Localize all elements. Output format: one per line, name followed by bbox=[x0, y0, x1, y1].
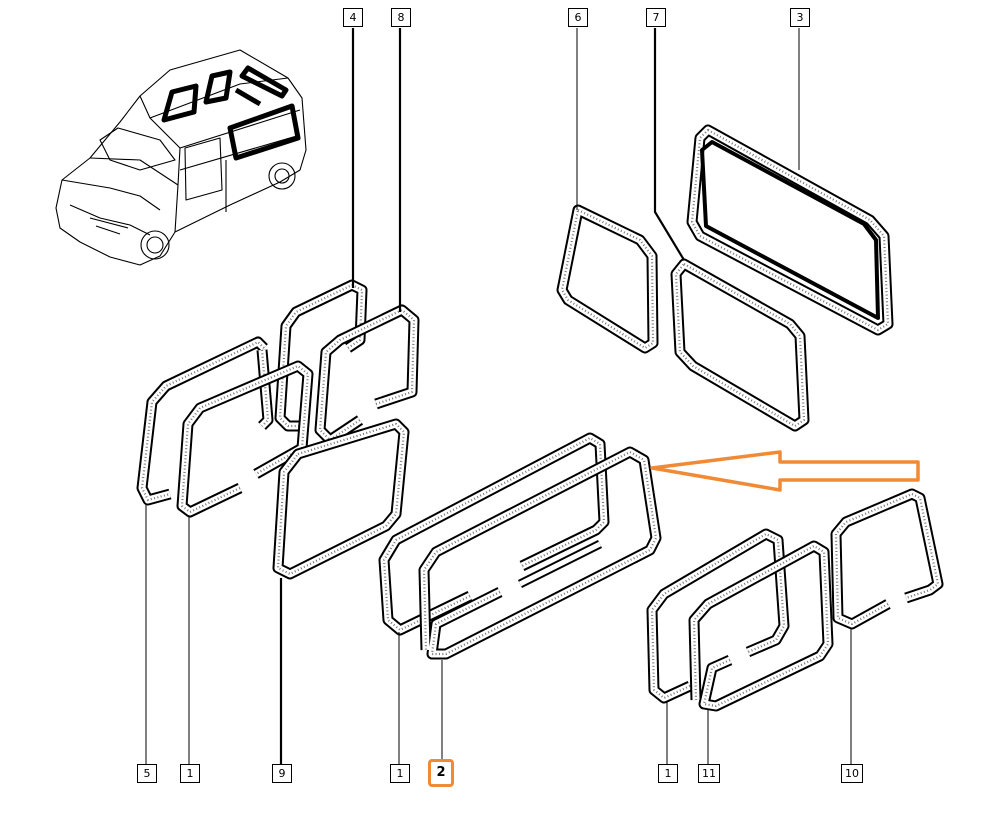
seal-part-1-right[interactable] bbox=[646, 528, 790, 704]
arrow-left-icon bbox=[650, 450, 920, 492]
seal-part-6[interactable] bbox=[556, 204, 659, 354]
seal-part-9[interactable] bbox=[272, 418, 410, 580]
callout-bottom-5[interactable]: 5 bbox=[137, 764, 157, 783]
callout-bottom-10[interactable]: 10 bbox=[841, 764, 863, 783]
callout-bottom-9[interactable]: 9 bbox=[272, 764, 292, 783]
callout-top-6[interactable]: 6 bbox=[568, 8, 588, 27]
seal-part-11[interactable] bbox=[688, 540, 834, 712]
seal-part-1-center[interactable] bbox=[378, 432, 610, 636]
seal-part-3[interactable] bbox=[686, 124, 894, 336]
callout-bottom-2-highlight[interactable]: 2 bbox=[428, 759, 454, 787]
leader-lines bbox=[145, 28, 852, 764]
van-outline-icon bbox=[55, 49, 307, 266]
seal-part-4[interactable] bbox=[274, 279, 368, 432]
callout-top-8[interactable]: 8 bbox=[391, 8, 411, 27]
seal-part-2[interactable] bbox=[418, 446, 662, 660]
callout-top-4[interactable]: 4 bbox=[343, 8, 363, 27]
seal-part-7[interactable] bbox=[670, 258, 810, 432]
seal-part-8[interactable] bbox=[314, 304, 420, 446]
callout-bottom-11[interactable]: 11 bbox=[698, 764, 720, 783]
seal-part-10[interactable] bbox=[830, 488, 944, 630]
callout-top-7[interactable]: 7 bbox=[646, 8, 666, 27]
callout-bottom-1c[interactable]: 1 bbox=[658, 764, 678, 783]
callout-bottom-1a[interactable]: 1 bbox=[180, 764, 200, 783]
callout-top-3[interactable]: 3 bbox=[790, 8, 810, 27]
seal-part-5[interactable] bbox=[136, 336, 274, 506]
callout-bottom-1b[interactable]: 1 bbox=[390, 764, 410, 783]
seal-part-1-left[interactable] bbox=[176, 360, 314, 518]
